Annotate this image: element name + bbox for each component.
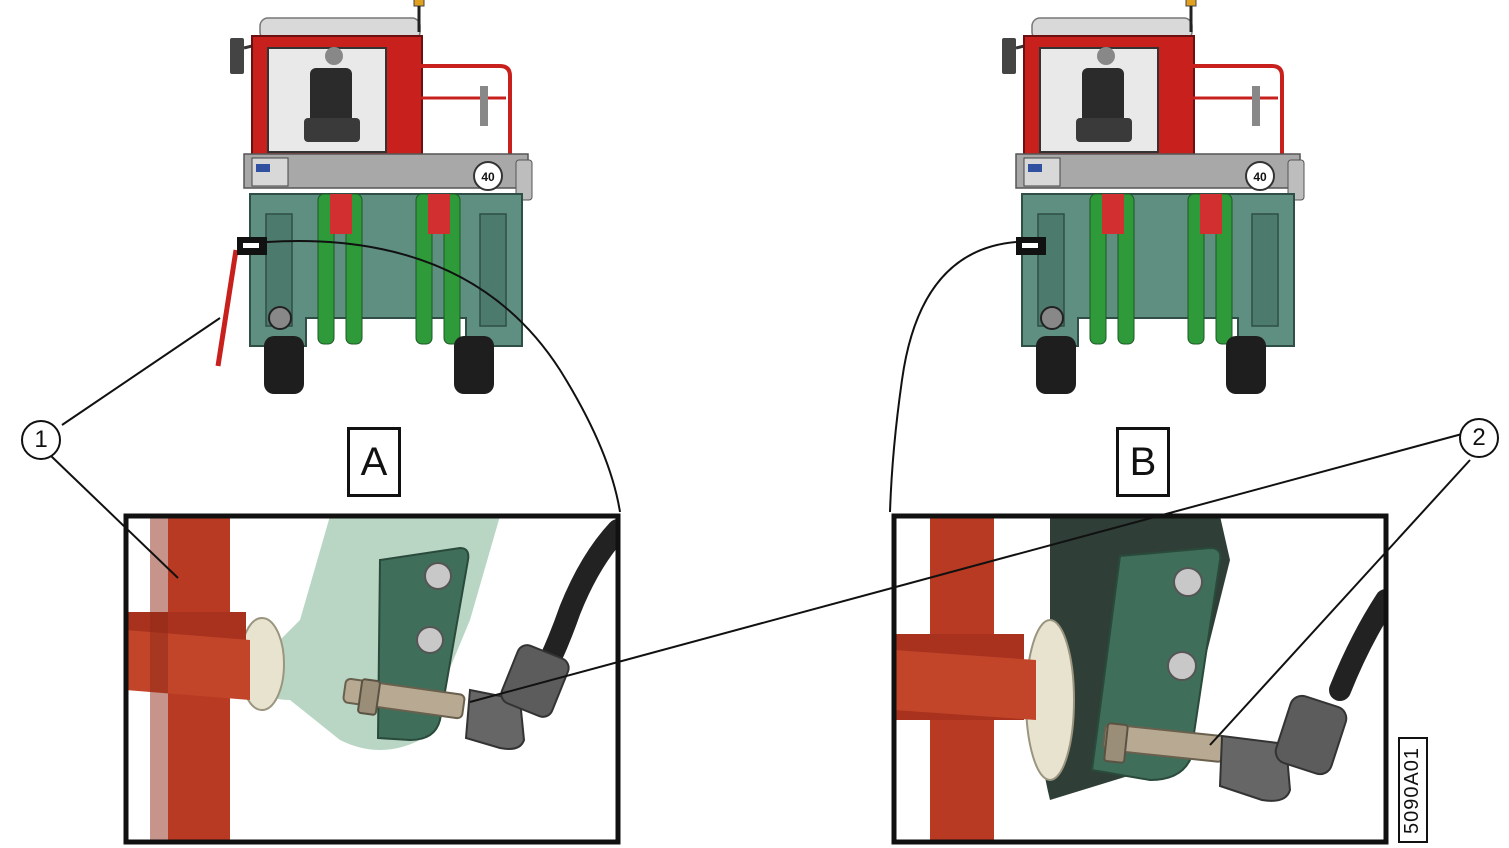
reference-code-box: 5090A01	[1398, 737, 1428, 843]
detail-view-a	[123, 513, 621, 845]
callout-2: 2	[1459, 418, 1499, 458]
panel-label-b: B	[1116, 427, 1170, 497]
harvester-illustration-a	[228, 0, 534, 396]
reference-code: 5090A01	[1401, 746, 1424, 834]
detail-view-b	[891, 513, 1389, 845]
red-frame-rod-a	[215, 249, 239, 367]
callout-1: 1	[21, 420, 61, 460]
panel-label-a: A	[347, 427, 401, 497]
leader-lines	[49, 240, 1471, 746]
harvester-illustration-b	[1000, 0, 1306, 396]
